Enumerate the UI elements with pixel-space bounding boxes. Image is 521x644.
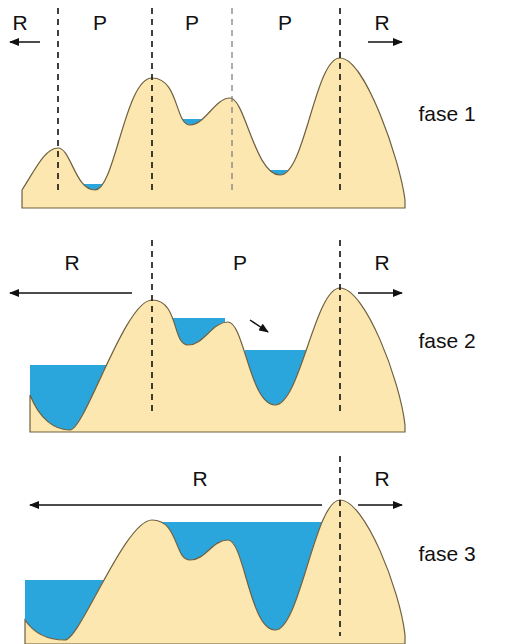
region-letter: R [64,252,79,273]
phase-2 [10,240,405,435]
region-letter: P [233,252,247,273]
region-letter: P [278,12,292,33]
phase-1 [10,8,405,214]
phase-label: fase 3 [418,543,475,564]
region-letter: R [374,468,389,489]
phase-3 [25,456,405,644]
region-letter: R [374,12,389,33]
phase-label: fase 2 [418,330,475,351]
region-letter: R [12,12,27,33]
region-letter: P [93,12,107,33]
region-letter: R [374,252,389,273]
region-letter: R [192,468,207,489]
phase-label: fase 1 [418,103,475,124]
region-letter: P [185,12,199,33]
